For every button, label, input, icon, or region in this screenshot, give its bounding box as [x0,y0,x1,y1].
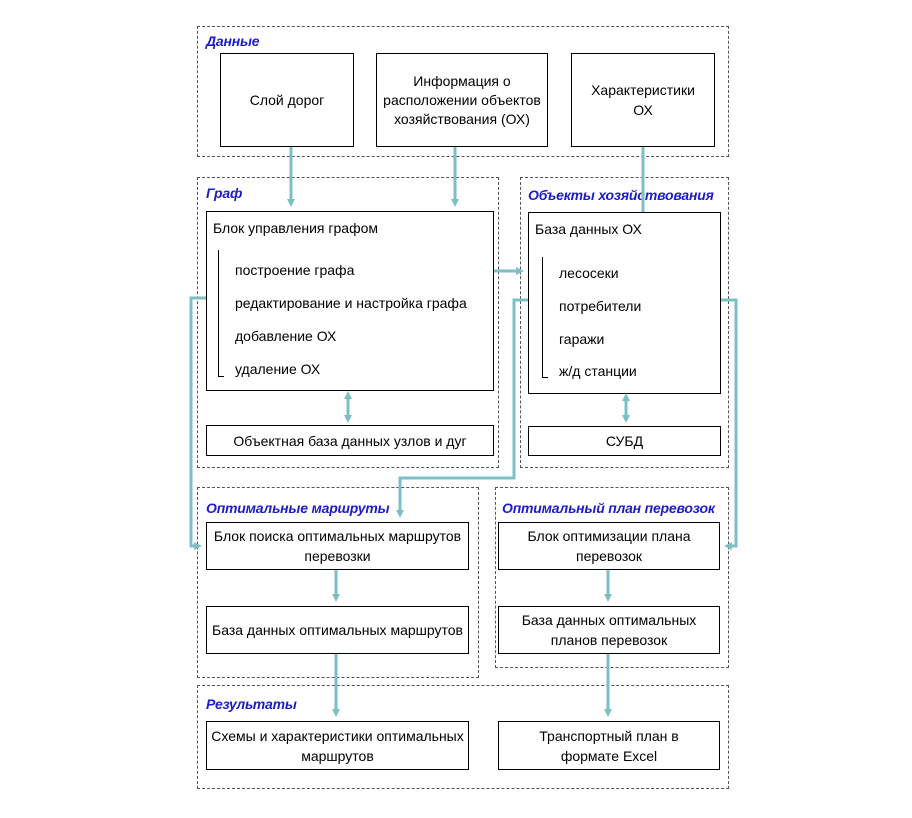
graph-item: добавление ОХ [235,328,337,344]
group-title-results: Результаты [206,696,297,712]
graph-item: редактирование и настройка графа [235,295,467,311]
objects-item: потребители [559,298,642,314]
objects-item: лесосеки [559,265,619,281]
arrow-objects-to-plan-opt [721,298,738,550]
objects-item: ж/д станции [559,363,637,379]
plans-database-box: База данных оптимальных планов перевозок [498,606,720,654]
group-data [197,26,729,157]
objects-item: гаражи [559,331,605,347]
group-routes [197,487,479,678]
graph-control-block: Блок управления графом построение графа … [206,211,494,391]
routes-database-box: База данных оптимальных маршрутов [206,606,469,654]
objects-tree-line [542,257,543,377]
group-plan [495,487,729,668]
group-title-objects: Объекты хозяйствования [528,187,714,203]
graph-control-title: Блок управления графом [213,220,379,236]
plan-optimization-block: Блок оптимизации плана перевозок [498,522,720,570]
location-info-box: Информация о расположении объектов хозяй… [376,53,548,147]
group-title-data: Данные [206,33,260,49]
arrow-graph-to-route-search [189,296,206,550]
graph-tree-tick [218,376,224,377]
objects-tree-tick [542,377,548,378]
transport-plan-result-box: Транспортный план в формате Excel [498,721,720,770]
route-search-block: Блок поиска оптимальных маршрутов перево… [206,522,469,570]
schemes-result-box: Схемы и характеристики оптимальных маршр… [206,721,469,770]
graph-item: построение графа [235,262,355,278]
group-graph [197,177,499,468]
group-title-plan: Оптимальный план перевозок [502,500,715,516]
group-title-routes: Оптимальные маршруты [206,500,390,516]
group-title-graph: Граф [206,185,243,201]
graph-tree-line [218,250,219,376]
graph-item: удаление ОХ [235,361,321,377]
group-results [197,685,729,789]
oh-database-block: База данных ОХ лесосеки потребители гара… [528,212,721,394]
node-arc-database-box: Объектная база данных узлов и дуг [206,425,494,456]
group-objects [520,177,729,468]
dbms-box: СУБД [528,426,721,456]
characteristics-box: Характеристики ОХ [571,53,715,147]
roads-layer-box: Слой дорог [220,53,354,147]
arrow-objects-to-route-search [396,298,528,518]
oh-database-title: База данных ОХ [535,221,642,237]
